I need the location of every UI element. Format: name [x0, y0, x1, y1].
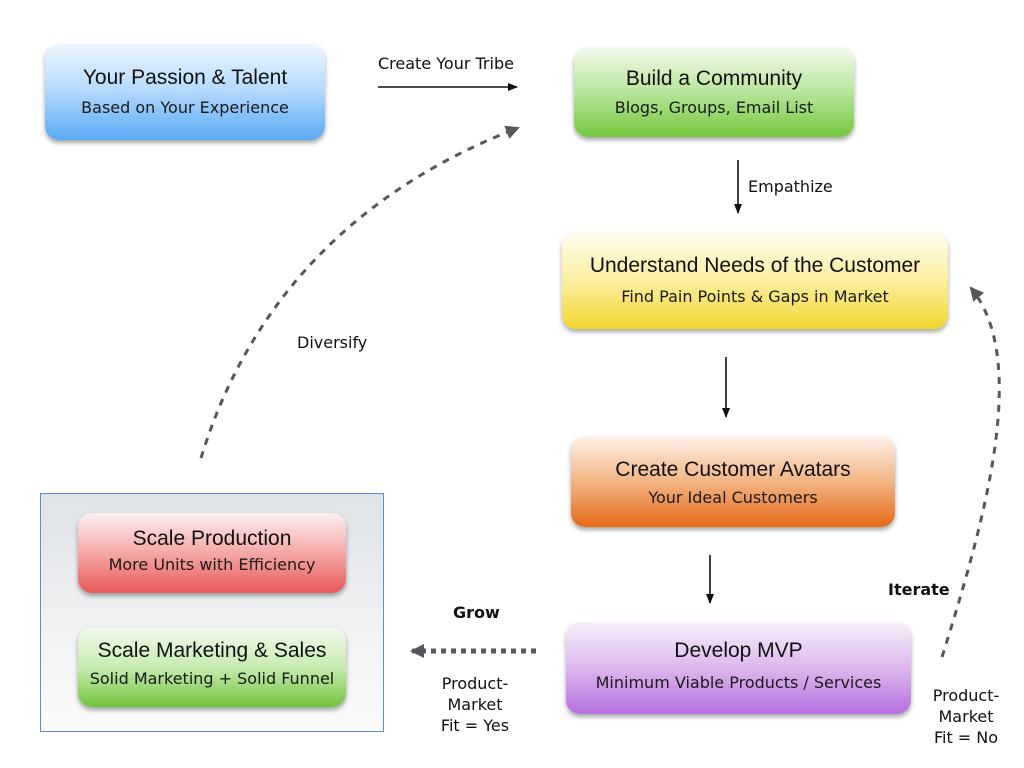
node-title: Your Passion & Talent [82, 66, 288, 89]
diversify-label: Diversify [297, 333, 368, 352]
empathize-label: Empathize [748, 177, 833, 196]
node-subtitle: Your Ideal Customers [648, 488, 818, 507]
node-subtitle: Find Pain Points & Gaps in Market [621, 287, 889, 306]
node-subtitle: Solid Marketing + Solid Funnel [89, 669, 335, 688]
node-subtitle: Minimum Viable Products / Services [595, 673, 882, 692]
node-passion-talent[interactable]: Your Passion & Talent Based on Your Expe… [45, 44, 325, 140]
node-title: Build a Community [625, 67, 803, 90]
fit-no-condition: Product- Market Fit = No [920, 685, 1012, 748]
node-subtitle: Blogs, Groups, Email List [614, 98, 814, 117]
node-title: Scale Production [132, 527, 292, 550]
iterate-arrow [940, 286, 1001, 658]
diversify-arrow [199, 125, 520, 459]
iterate-label: Iterate [888, 580, 950, 599]
fit-no-line-2: Market [938, 707, 994, 726]
fit-yes-line-3: Fit = Yes [440, 716, 510, 735]
fit-no-line-3: Fit = No [933, 728, 999, 747]
node-develop-mvp[interactable]: Develop MVP Minimum Viable Products / Se… [566, 622, 911, 714]
node-scale-marketing-sales[interactable]: Scale Marketing & Sales Solid Marketing … [78, 627, 346, 707]
node-scale-production[interactable]: Scale Production More Units with Efficie… [78, 513, 346, 593]
node-understand-needs[interactable]: Understand Needs of the Customer Find Pa… [562, 232, 948, 329]
fit-yes-line-1: Product- [441, 674, 509, 693]
node-title: Create Customer Avatars [615, 458, 851, 481]
grow-label: Grow [453, 603, 500, 622]
node-title: Scale Marketing & Sales [97, 639, 327, 662]
fit-yes-line-2: Market [447, 695, 503, 714]
node-build-community[interactable]: Build a Community Blogs, Groups, Email L… [574, 47, 854, 137]
create-tribe-label: Create Your Tribe [378, 54, 514, 73]
node-title: Develop MVP [674, 639, 803, 662]
node-customer-avatars[interactable]: Create Customer Avatars Your Ideal Custo… [571, 436, 895, 527]
node-subtitle: Based on Your Experience [81, 98, 289, 117]
fit-no-line-1: Product- [932, 686, 1000, 705]
fit-yes-condition: Product- Market Fit = Yes [430, 673, 520, 736]
node-subtitle: More Units with Efficiency [108, 555, 316, 574]
node-title: Understand Needs of the Customer [589, 254, 921, 277]
